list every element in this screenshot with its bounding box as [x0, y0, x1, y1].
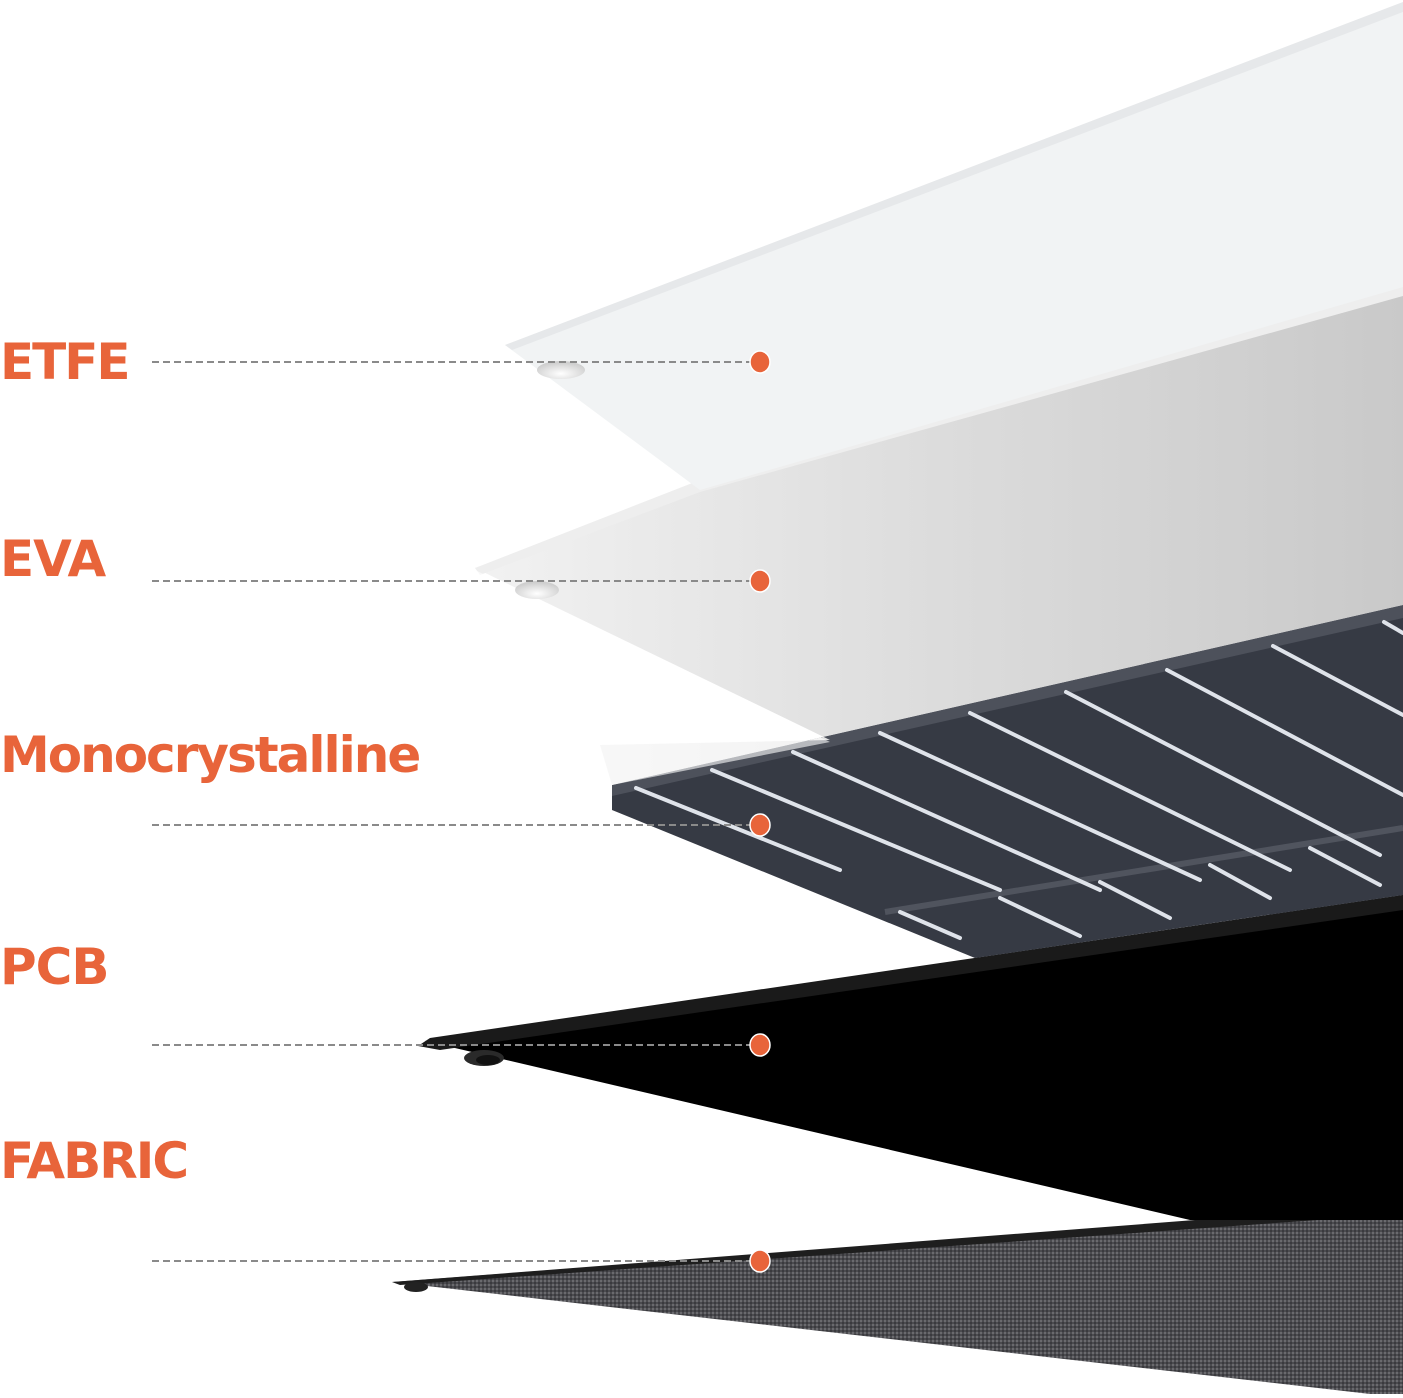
eva-layer	[475, 283, 1403, 785]
monocrystalline-layer	[612, 605, 1403, 958]
etfe-layer	[505, 2, 1403, 490]
marker-dot-etfe-icon	[749, 350, 771, 374]
marker-dot-fabric-icon	[749, 1249, 771, 1273]
fabric-layer	[392, 1204, 1403, 1394]
label-eva: EVA	[0, 530, 106, 588]
marker-dot-mono-icon	[749, 813, 771, 837]
marker-dot-pcb-icon	[749, 1033, 771, 1057]
marker-dot-eva-icon	[749, 569, 771, 593]
label-monocrystalline: Monocrystalline	[0, 726, 421, 784]
label-fabric: FABRIC	[0, 1132, 189, 1190]
cell-grid-lines	[634, 620, 1403, 940]
leader-lines	[152, 361, 752, 1262]
label-etfe: ETFE	[0, 333, 131, 391]
pcb-layer	[418, 895, 1403, 1220]
label-pcb: PCB	[0, 938, 109, 996]
